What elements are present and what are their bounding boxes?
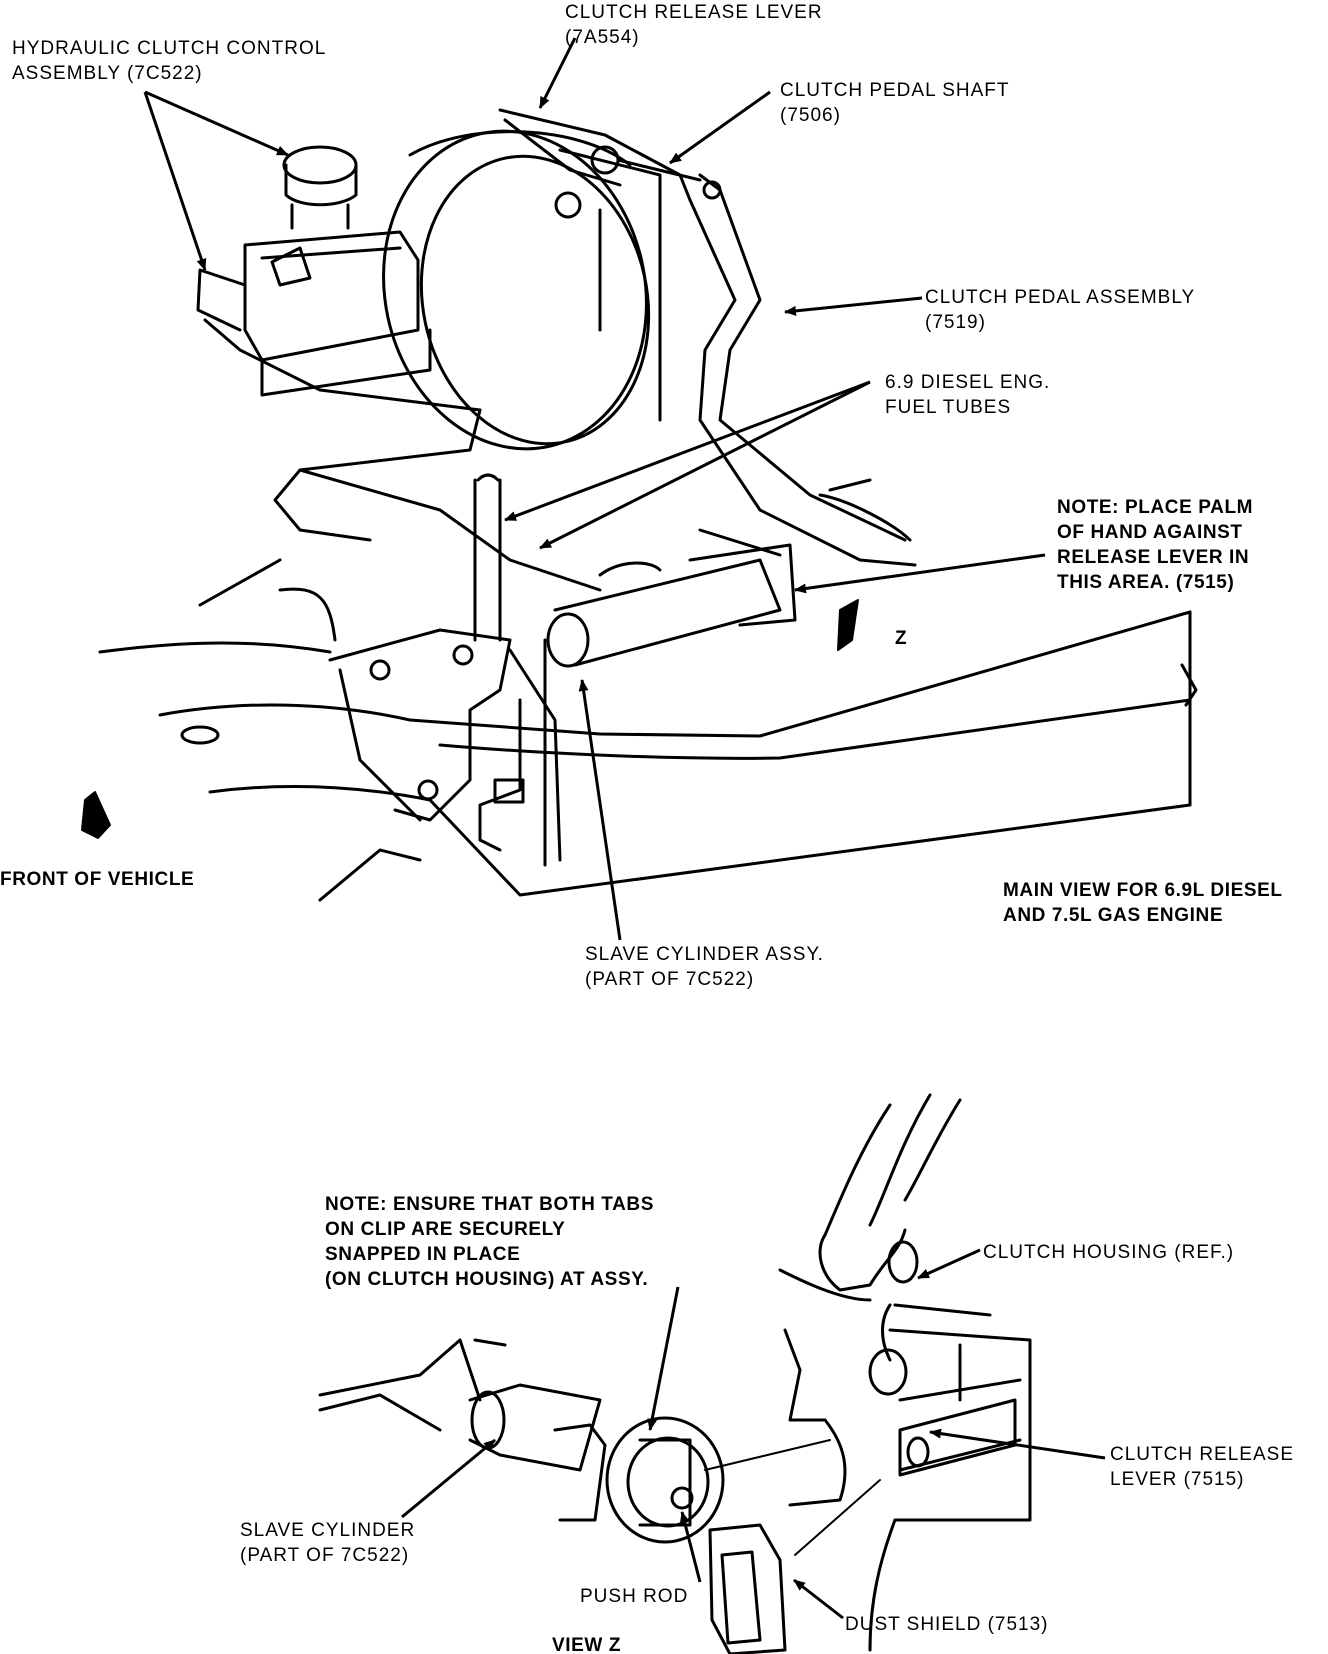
label-line: (7506) bbox=[780, 105, 841, 126]
label-line: 6.9 DIESEL ENG. bbox=[885, 372, 1051, 393]
clutch-housing bbox=[778, 1093, 1032, 1652]
clutch-pedal-assembly-label: CLUTCH PEDAL ASSEMBLY (7519) bbox=[925, 285, 1195, 335]
clutch-release-lever-top-label: CLUTCH RELEASE LEVER (7A554) bbox=[565, 0, 823, 50]
view-z-drawing bbox=[318, 1093, 1032, 1654]
label-line: ON CLIP ARE SECURELY bbox=[325, 1219, 566, 1240]
hydraulic-clutch-control-label: HYDRAULIC CLUTCH CONTROL ASSEMBLY (7C522… bbox=[12, 36, 326, 86]
diesel-fuel-tubes-label: 6.9 DIESEL ENG. FUEL TUBES bbox=[885, 370, 1050, 420]
label-line: CLUTCH RELEASE bbox=[1110, 1444, 1294, 1465]
label-line: (PART OF 7C522) bbox=[240, 1545, 410, 1566]
label-line: CLUTCH PEDAL ASSEMBLY bbox=[925, 287, 1196, 308]
slave-cylinder-assy-label: SLAVE CYLINDER ASSY. (PART OF 7C522) bbox=[585, 942, 824, 992]
label-line: SNAPPED IN PLACE bbox=[325, 1244, 521, 1265]
dust-shield bbox=[708, 1523, 787, 1654]
clutch-pedal-shaft-label: CLUTCH PEDAL SHAFT (7506) bbox=[780, 78, 1010, 128]
slave-cylinder-viewz bbox=[318, 1338, 725, 1544]
label-line: CLUTCH RELEASE LEVER bbox=[565, 2, 823, 23]
label-line: OF HAND AGAINST bbox=[1057, 522, 1243, 543]
main-view-caption: MAIN VIEW FOR 6.9L DIESEL AND 7.5L GAS E… bbox=[1003, 878, 1283, 928]
label-line: RELEASE LEVER IN bbox=[1057, 547, 1250, 568]
label-line: SLAVE CYLINDER bbox=[240, 1520, 416, 1541]
label-line: CLUTCH PEDAL SHAFT bbox=[780, 80, 1010, 101]
label-line: (PART OF 7C522) bbox=[585, 969, 755, 990]
label-line: NOTE: ENSURE THAT BOTH TABS bbox=[325, 1194, 654, 1215]
front-of-vehicle-label: FRONT OF VEHICLE bbox=[0, 869, 195, 890]
push-rod-label: PUSH ROD bbox=[580, 1586, 689, 1607]
label-line: THIS AREA. (7515) bbox=[1057, 572, 1235, 593]
label-line: LEVER (7515) bbox=[1110, 1469, 1245, 1490]
view-z-marker bbox=[837, 599, 859, 651]
mounting-bracket bbox=[278, 587, 512, 822]
label-line: MAIN VIEW FOR 6.9L DIESEL bbox=[1003, 880, 1283, 901]
label-line: AND 7.5L GAS ENGINE bbox=[1003, 905, 1224, 926]
tubes-and-lines bbox=[196, 268, 602, 867]
label-line: SLAVE CYLINDER ASSY. bbox=[585, 944, 824, 965]
clutch-release-lever-label: CLUTCH RELEASE LEVER (7515) bbox=[1110, 1442, 1294, 1492]
pedal-bracket bbox=[498, 108, 917, 567]
label-line: (ON CLUTCH HOUSING) AT ASSY. bbox=[325, 1269, 649, 1290]
note-palm-label: NOTE: PLACE PALM OF HAND AGAINST RELEASE… bbox=[1057, 495, 1253, 595]
label-line: FUEL TUBES bbox=[885, 397, 1012, 418]
reservoir bbox=[243, 145, 432, 397]
front-vehicle-arrow bbox=[81, 791, 111, 839]
note-tabs-label: NOTE: ENSURE THAT BOTH TABS ON CLIP ARE … bbox=[325, 1192, 654, 1292]
dust-shield-label: DUST SHIELD (7513) bbox=[845, 1614, 1049, 1635]
view-z-leaders bbox=[401, 1248, 1106, 1620]
label-line: ASSEMBLY (7C522) bbox=[12, 63, 203, 84]
label-line: (7A554) bbox=[565, 27, 640, 48]
label-line: HYDRAULIC CLUTCH CONTROL bbox=[12, 38, 327, 59]
booster-body bbox=[382, 129, 662, 451]
label-line: NOTE: PLACE PALM bbox=[1057, 497, 1254, 518]
view-z-caption: VIEW Z bbox=[552, 1635, 622, 1654]
slave-cylinder-label: SLAVE CYLINDER (PART OF 7C522) bbox=[240, 1518, 415, 1568]
label-line: (7519) bbox=[925, 312, 986, 333]
view-z-marker-label: Z bbox=[895, 628, 908, 649]
main-view-leaders bbox=[143, 37, 1046, 941]
slave-cylinder-main bbox=[546, 528, 797, 668]
frame-rail bbox=[98, 558, 1198, 902]
main-view-drawing bbox=[81, 108, 1198, 902]
clutch-housing-label: CLUTCH HOUSING (REF.) bbox=[983, 1242, 1235, 1263]
